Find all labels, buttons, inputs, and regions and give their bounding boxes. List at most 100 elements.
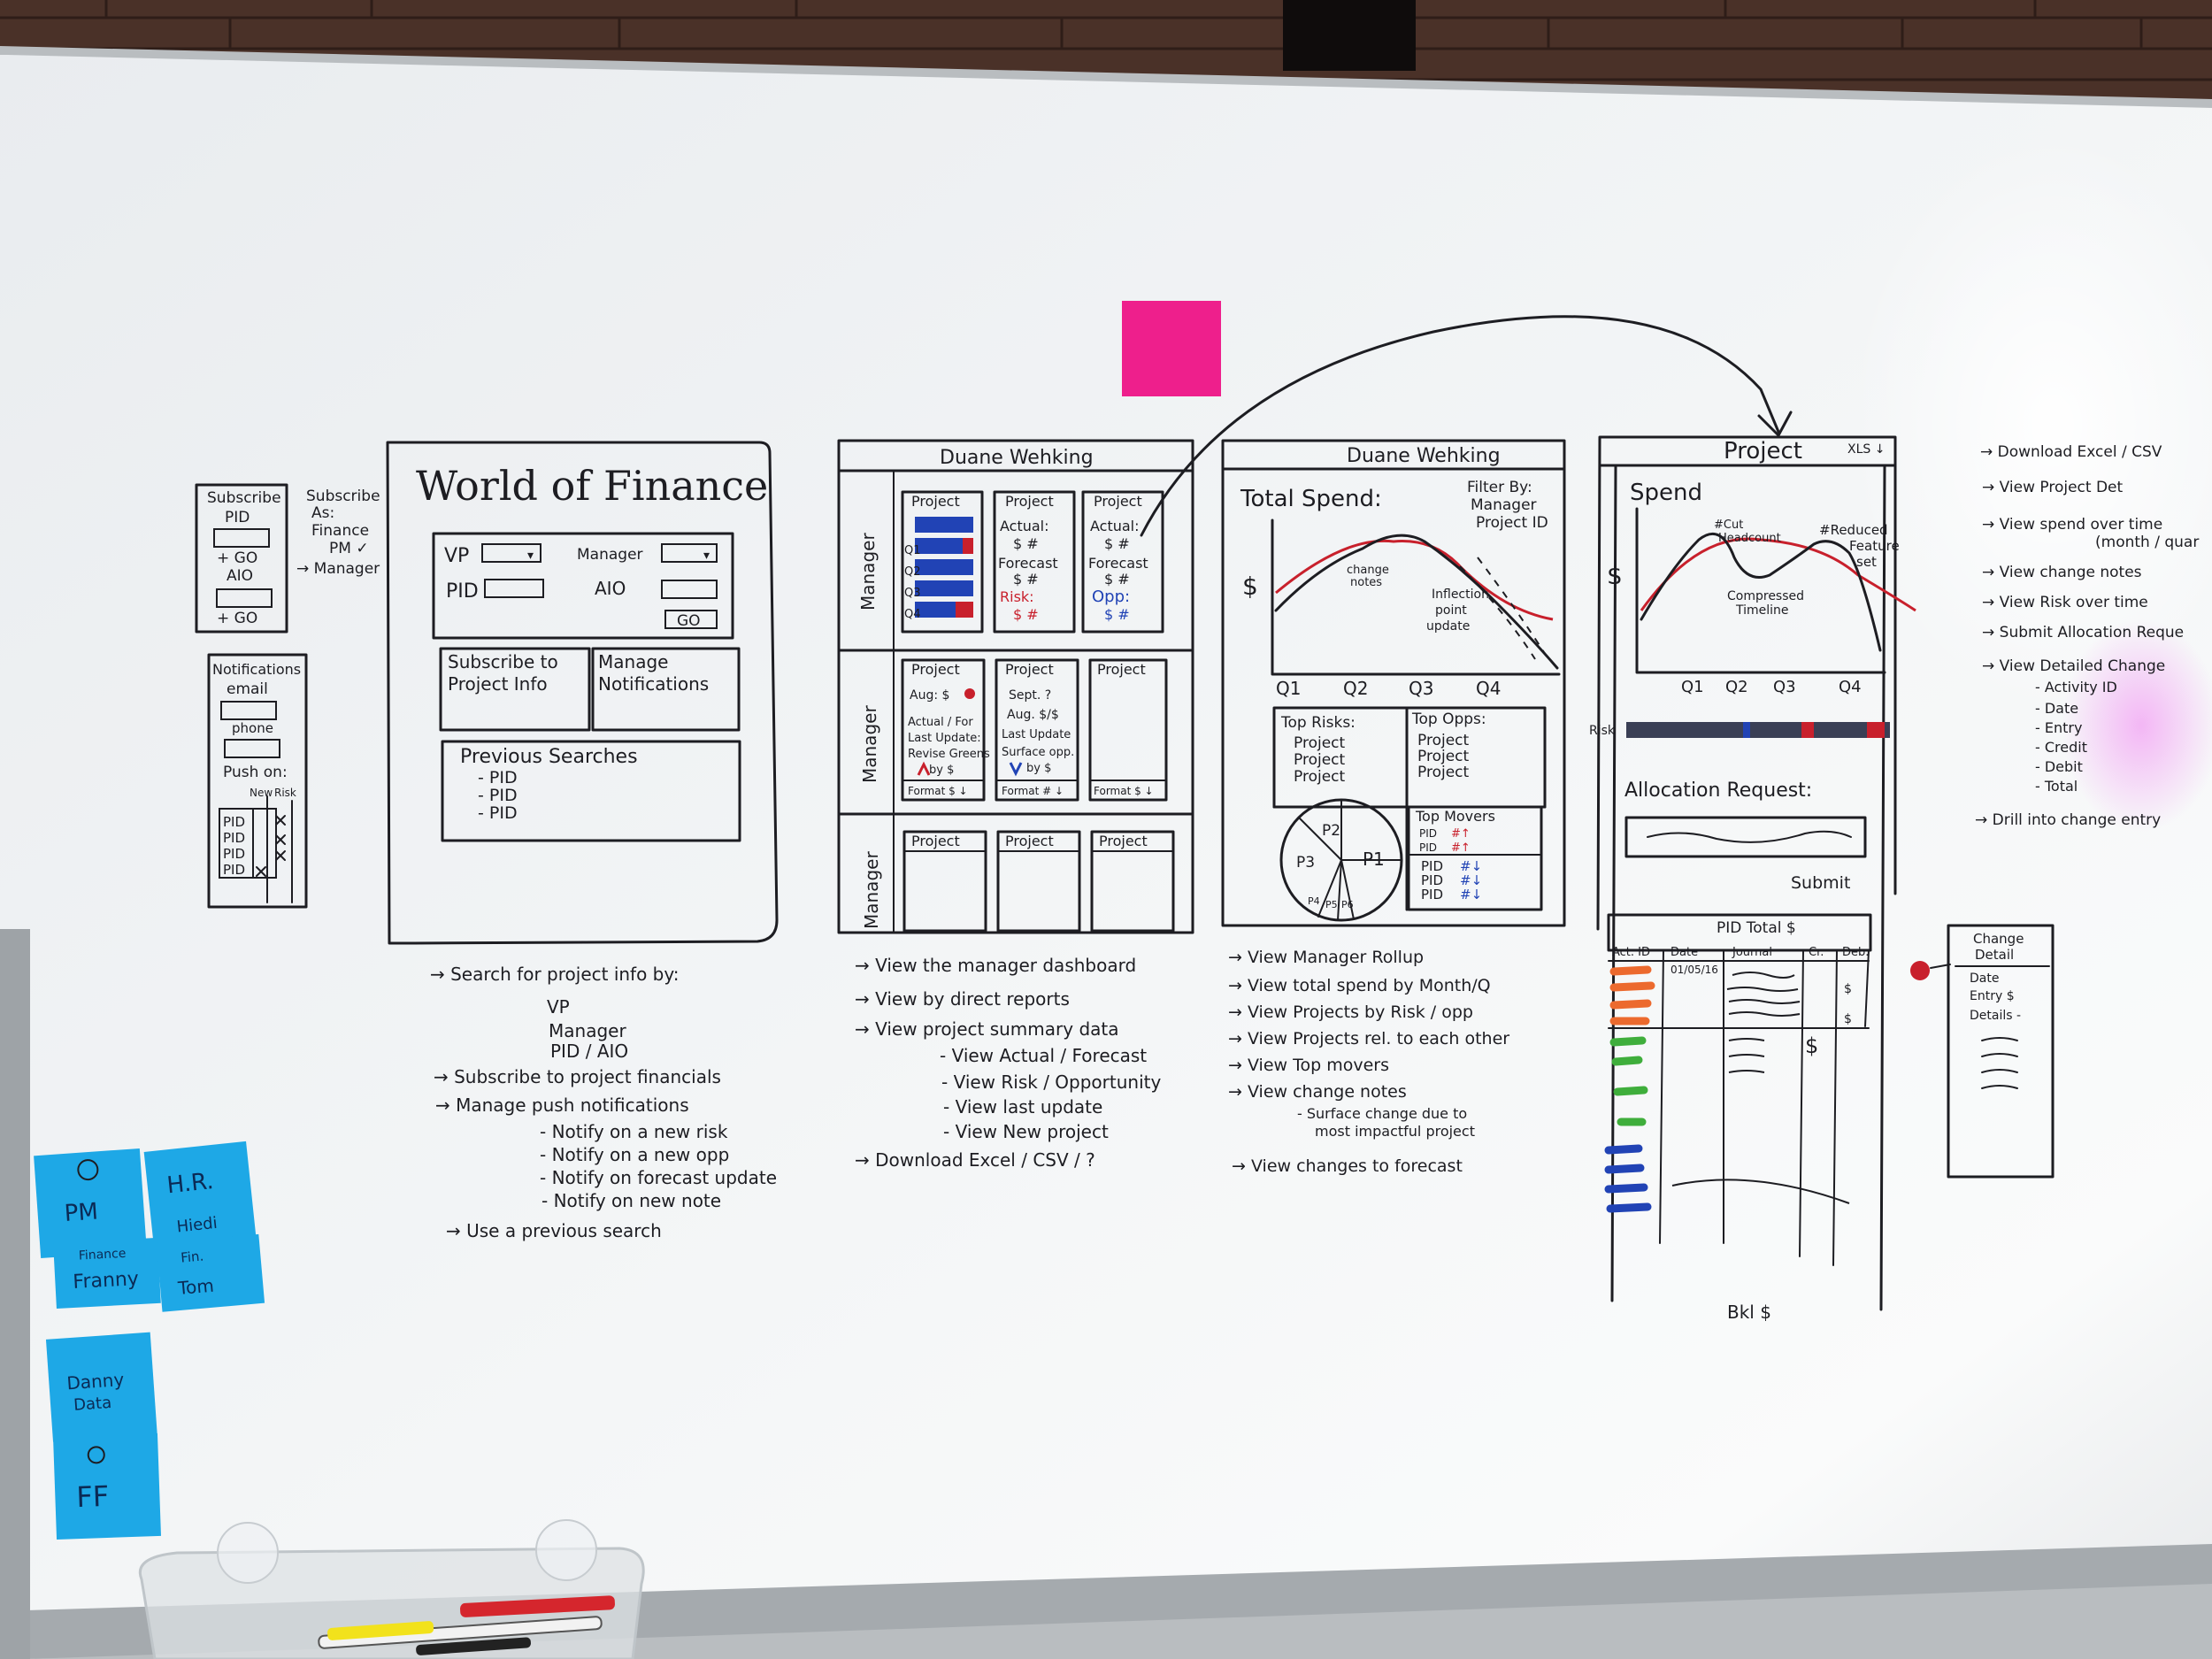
card-footer[interactable]: Format $ ↓	[1094, 785, 1154, 797]
card-line: Surface opp.	[1002, 746, 1074, 759]
note-line: → Download Excel / CSV / ?	[855, 1149, 1095, 1171]
risk-item[interactable]: Project	[1294, 768, 1345, 786]
project-card-title: Project	[911, 833, 960, 849]
card-line: Revise Greens	[908, 748, 990, 761]
note-line: - Notify on new note	[541, 1190, 721, 1211]
project-card-title: Project	[1005, 661, 1054, 678]
mover-item[interactable]: PID	[1419, 841, 1437, 854]
annotation: Headcount	[1718, 532, 1781, 545]
sticky-ff[interactable]: FF	[53, 1433, 161, 1540]
note-line: → Use a previous search	[446, 1220, 662, 1241]
card-footer[interactable]: Format $ ↓	[908, 785, 968, 797]
sticky-tom[interactable]: Fin. Tom	[157, 1234, 265, 1312]
note-line: → View Project Det	[1982, 479, 2124, 496]
note-line: - Notify on a new opp	[540, 1144, 729, 1165]
note-line: - Surface change due to	[1297, 1105, 1467, 1122]
note-line: most impactful project	[1315, 1123, 1475, 1140]
export-xls-button[interactable]: XLS ↓	[1847, 442, 1885, 457]
pid-label: PID	[446, 580, 479, 603]
vp-label: VP	[444, 545, 469, 567]
ledger-col-header: Journal	[1732, 946, 1772, 959]
card-line: Sept. ?	[1009, 688, 1051, 703]
annotation: point	[1435, 603, 1467, 618]
card-footer[interactable]: Format # ↓	[1002, 785, 1064, 797]
drill-in-dot[interactable]	[1910, 961, 1930, 980]
row-label-manager: Manager	[861, 851, 882, 929]
subscribe-pid-label: PID	[225, 509, 250, 526]
push-row-pid: PID	[223, 846, 245, 862]
filter-option[interactable]: Manager	[1471, 496, 1537, 514]
change-detail-field: Date	[1970, 972, 1999, 986]
card-line: $ #	[1104, 571, 1130, 588]
opp-item[interactable]: Project	[1417, 732, 1469, 749]
note-line: → View the manager dashboard	[855, 955, 1136, 976]
note-line: → View project summary data	[855, 1018, 1119, 1040]
previous-search-item[interactable]: - PID	[478, 803, 518, 823]
manage-box-line: Manage	[598, 651, 668, 672]
card-line: by $	[1026, 762, 1051, 775]
note-line: → View Projects rel. to each other	[1228, 1029, 1509, 1048]
ledger-col-header: Cr.	[1809, 946, 1824, 959]
sticky-danny[interactable]: Danny Data	[46, 1333, 157, 1442]
card-line: Aug. $/$	[1007, 708, 1059, 722]
dashboard-title: Duane Wehking	[940, 447, 1094, 469]
sticky-label: Tom	[176, 1275, 214, 1300]
mover-item[interactable]: PID	[1419, 827, 1437, 840]
project-card-title: Project	[1094, 493, 1142, 510]
push-on-label: Push on:	[223, 764, 288, 781]
subscribe-title: Subscribe	[207, 489, 281, 507]
submit-button[interactable]: Submit	[1791, 873, 1850, 893]
risk-item[interactable]: Project	[1294, 751, 1345, 769]
ledger-title: PID Total $	[1717, 919, 1796, 937]
card-line: by $	[929, 764, 954, 777]
opp-item[interactable]: Project	[1417, 748, 1469, 765]
total-spend-title: Total Spend:	[1240, 486, 1382, 512]
note-line: → Search for project info by:	[430, 964, 680, 985]
card-line: Last Update	[1002, 728, 1071, 741]
annotation: Feature	[1849, 538, 1900, 554]
annotation: change	[1347, 564, 1389, 577]
previous-search-item[interactable]: - PID	[478, 768, 518, 787]
pie-label: P6	[1341, 899, 1354, 910]
project-card-title: Project	[1005, 833, 1054, 849]
go-button-label[interactable]: GO	[677, 612, 701, 630]
note-line: → Submit Allocation Reque	[1982, 624, 2184, 641]
card-line: Actual:	[1090, 518, 1140, 534]
subscribe-go-button-1[interactable]: + GO	[217, 549, 257, 567]
x-tick: Q2	[1725, 678, 1748, 696]
subscribe-note: Subscribe	[306, 488, 380, 505]
subscribe-note: → Manager	[296, 560, 380, 578]
risk-dot	[964, 688, 975, 699]
subscribe-go-button-2[interactable]: + GO	[217, 610, 257, 627]
push-row-pid: PID	[223, 862, 245, 878]
pie-label: P5	[1325, 899, 1338, 910]
note-line: → Download Excel / CSV	[1980, 443, 2162, 461]
sticky-franny[interactable]: Finance Franny	[53, 1238, 161, 1309]
note-line: VP	[547, 996, 570, 1018]
sticky-hr[interactable]: H.R. Hiedi	[144, 1141, 257, 1249]
risk-timeline-bar[interactable]	[1626, 722, 1890, 738]
ledger-date: 01/05/16	[1671, 964, 1718, 976]
mover-item[interactable]: PID	[1421, 887, 1443, 902]
sticky-sublabel: Finance	[78, 1247, 126, 1263]
note-line: → Drill into change entry	[1975, 811, 2161, 829]
opp-item[interactable]: Project	[1417, 764, 1469, 781]
ledger-col-header: Date	[1671, 946, 1698, 959]
risk-item[interactable]: Project	[1294, 734, 1345, 752]
note-line: - View Risk / Opportunity	[941, 1071, 1161, 1093]
pie-label: P4	[1308, 895, 1320, 907]
note-line: - Date	[2035, 700, 2078, 717]
risk-bar-label: Risk	[1589, 724, 1616, 738]
pie-label: P2	[1322, 822, 1340, 840]
card-line: Actual:	[1000, 518, 1049, 534]
annotation: notes	[1350, 576, 1382, 589]
annotation: #Cut	[1714, 518, 1743, 532]
filter-option[interactable]: Project ID	[1476, 514, 1548, 532]
annotation: set	[1856, 554, 1877, 570]
project-card-title: Project	[1097, 661, 1146, 678]
note-line: → Manage push notifications	[435, 1094, 689, 1116]
card-line: Forecast	[998, 555, 1058, 572]
previous-search-item[interactable]: - PID	[478, 786, 518, 805]
mover-delta: #↑	[1451, 841, 1471, 855]
pie-label: P3	[1296, 854, 1315, 872]
